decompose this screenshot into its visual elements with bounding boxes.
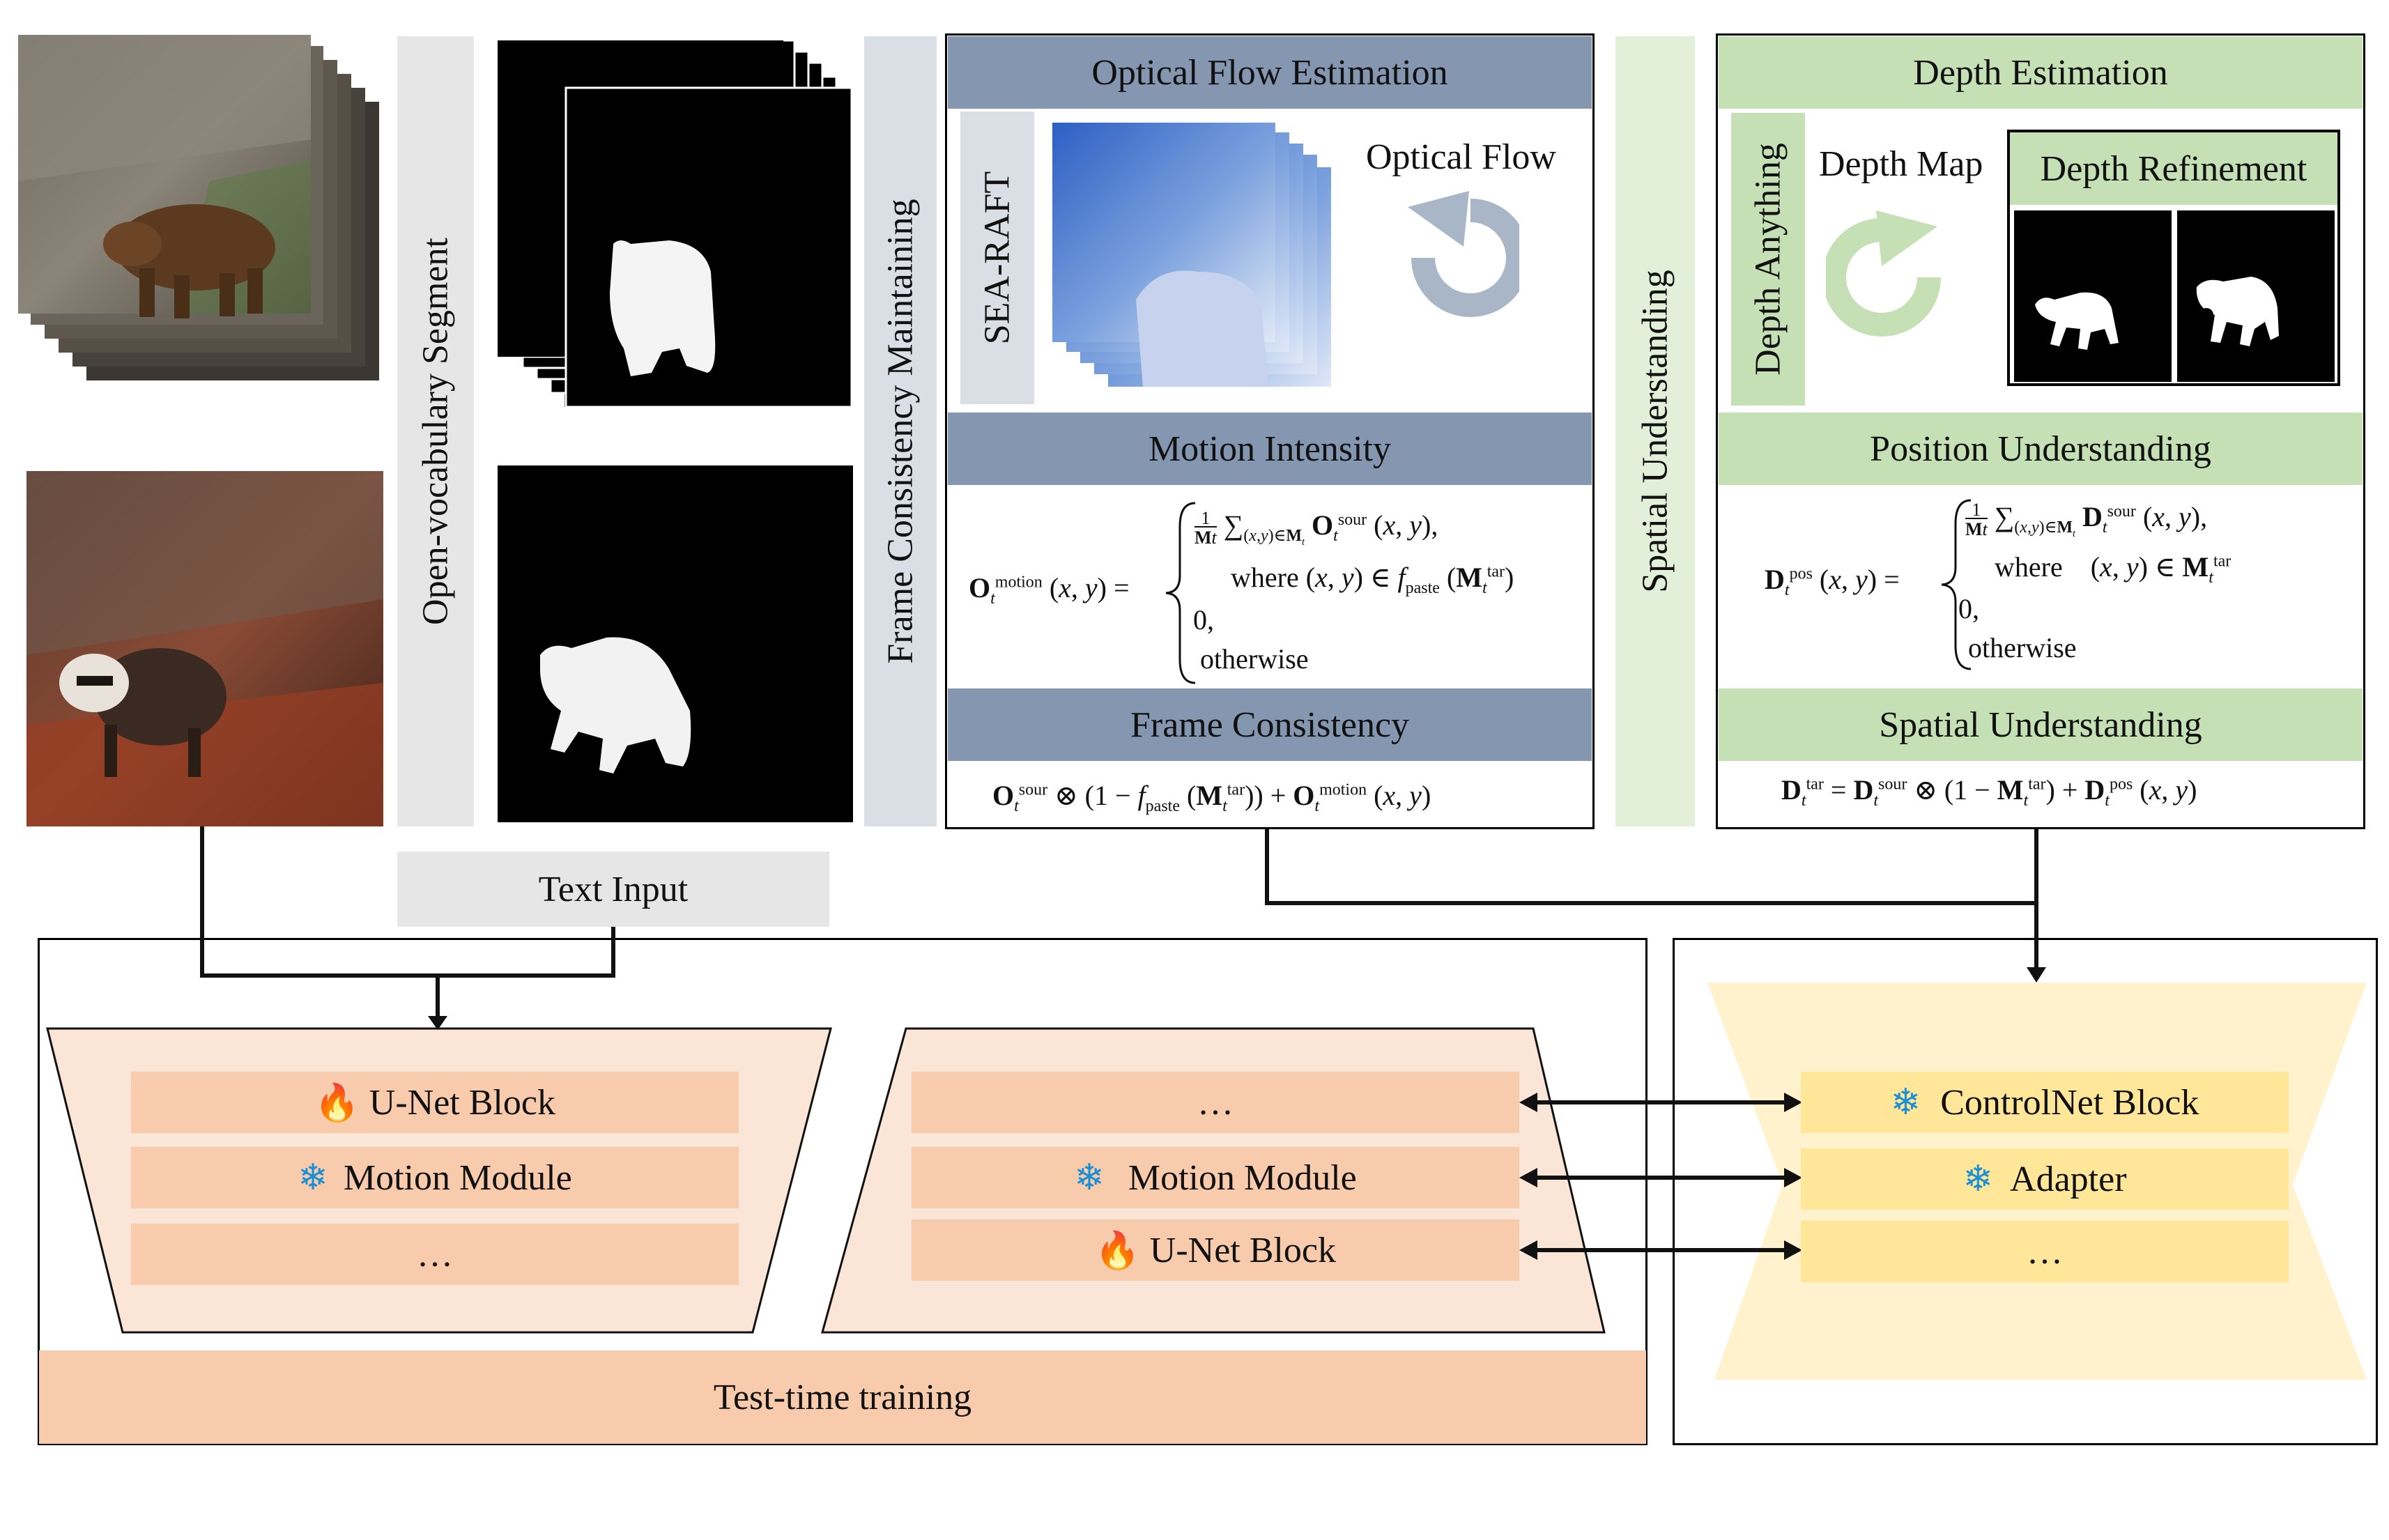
spatial-understanding-bar: Spatial Understanding: [1615, 36, 1695, 826]
ellipsis-label: …: [2027, 1231, 2063, 1272]
test-time-frame: [38, 938, 1647, 1445]
ellipsis-label: …: [1197, 1082, 1234, 1123]
adapter-label: Adapter: [2010, 1159, 2127, 1199]
optical-flow-header: Optical Flow Estimation: [948, 36, 1592, 109]
bidirectional-arrows: [1532, 1100, 1790, 1252]
position-case-otherwise: otherwise: [1968, 632, 2077, 663]
controlnet-frame: [1673, 938, 2378, 1445]
frame-consistency-header: Frame Consistency: [948, 688, 1592, 761]
unet-block-right: 🔥U-Net Block: [912, 1219, 1519, 1281]
connector-lines: [200, 826, 2038, 1017]
motion-case-otherwise: otherwise: [1200, 643, 1309, 675]
controlnet-block-label: ControlNet Block: [1940, 1082, 2199, 1123]
motion-case-where: where (x, y) ∈ fpaste (Mttar): [1231, 562, 1514, 597]
depth-refinement-header: Depth Refinement: [2010, 132, 2337, 205]
snowflake-icon: ❄: [1890, 1083, 1921, 1123]
motion-brace: [1165, 502, 1196, 684]
snowflake-icon: ❄: [298, 1158, 328, 1198]
depth-panel: [1716, 33, 2365, 829]
ellipsis-label: …: [417, 1234, 453, 1275]
open-vocab-bar: Open-vocabulary Segment: [397, 36, 474, 826]
controlnet-block: ❄ ControlNet Block: [1801, 1072, 2289, 1133]
snowflake-icon: ❄: [1962, 1160, 1994, 1199]
source-video-frames: [18, 35, 379, 380]
fire-icon: 🔥: [1095, 1231, 1140, 1271]
optical-flow-frames: [1052, 123, 1331, 387]
depth-estimation-header: Depth Estimation: [1719, 36, 2363, 109]
arrow-down-right: [2027, 967, 2046, 983]
depth-anything-bar: Depth Anything: [1731, 113, 1805, 406]
adapter-block: ❄ Adapter: [1801, 1148, 2289, 1210]
motion-module-label: Motion Module: [343, 1157, 572, 1198]
spatial-equation: Dttar = Dtsour ⊗ (1 − Mttar) + Dtpos (x,…: [1781, 774, 2197, 810]
motion-case-zero: 0,: [1193, 604, 1214, 636]
position-understanding-header: Position Understanding: [1719, 413, 2363, 485]
source-mask-stack: [498, 39, 853, 408]
refresh-icon: [1408, 191, 1519, 317]
target-mask: [498, 465, 853, 822]
text-input-box: Text Input: [397, 852, 829, 927]
test-time-training-bar: Test-time training: [39, 1350, 1646, 1444]
fire-icon: 🔥: [314, 1083, 360, 1123]
snowflake-icon: ❄: [1074, 1158, 1105, 1198]
bear-silhouette: [103, 204, 275, 318]
unet-block-label: U-Net Block: [1149, 1230, 1336, 1270]
position-equation-lhs: Dtpos (x, y) =: [1765, 564, 1900, 599]
frame-consistency-bar: Frame Consistency Maintaining: [864, 36, 937, 826]
motion-module-label: Motion Module: [1128, 1157, 1357, 1198]
optical-flow-panel: [945, 33, 1595, 829]
depth-refinement-masks: [2014, 210, 2335, 382]
motion-module-left: ❄ Motion Module: [131, 1147, 739, 1208]
arrow-down-left: [428, 1016, 447, 1030]
unet-block-left: 🔥U-Net Block: [131, 1072, 739, 1133]
motion-module-right: ❄ Motion Module: [912, 1147, 1519, 1208]
sea-raft-bar: SEA-RAFT: [960, 111, 1034, 404]
motion-equation-lhs: Otmotion (x, y) =: [969, 572, 1130, 608]
input-imagery: [18, 35, 853, 826]
ellipsis-block-controlnet: …: [1801, 1221, 2289, 1282]
position-case-where: where (x, y) ∈ Mttar: [1995, 551, 2231, 587]
target-image: [26, 471, 383, 826]
optical-flow-label: Optical Flow: [1366, 137, 1556, 177]
motion-intensity-header: Motion Intensity: [948, 413, 1592, 485]
spatial-understanding-header: Spatial Understanding: [1719, 688, 2363, 761]
unet-block-label: U-Net Block: [369, 1082, 555, 1123]
position-case-zero: 0,: [1958, 593, 1979, 624]
raccoon-silhouette: [59, 648, 226, 777]
refresh-icon: [1826, 210, 1941, 337]
ellipsis-block-right: …: [912, 1072, 1519, 1133]
ellipsis-block-left: …: [131, 1224, 739, 1285]
position-brace: [1941, 499, 1972, 670]
frame-consistency-equation: Otsour ⊗ (1 − fpaste (Mttar)) + Otmotion…: [992, 780, 1431, 815]
depth-map-label: Depth Map: [1819, 144, 1983, 184]
